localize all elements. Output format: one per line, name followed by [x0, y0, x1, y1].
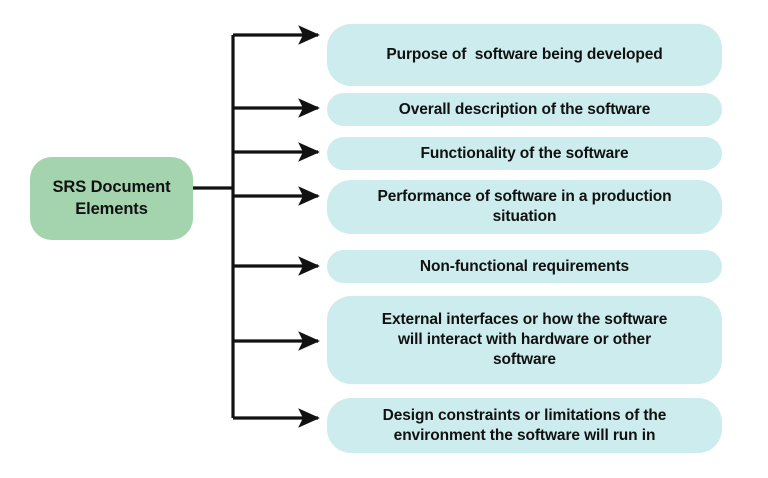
- leaf-node[interactable]: Overall description of the software: [327, 93, 722, 126]
- leaf-node[interactable]: Performance of software in a production …: [327, 180, 722, 234]
- leaf-node[interactable]: Purpose of software being developed: [327, 24, 722, 86]
- leaf-node[interactable]: External interfaces or how the software …: [327, 296, 722, 384]
- leaf-node[interactable]: Functionality of the software: [327, 137, 722, 170]
- leaf-node[interactable]: Non-functional requirements: [327, 250, 722, 283]
- leaf-node[interactable]: Design constraints or limitations of the…: [327, 398, 722, 453]
- root-node-srs-document-elements[interactable]: SRS Document Elements: [30, 157, 193, 240]
